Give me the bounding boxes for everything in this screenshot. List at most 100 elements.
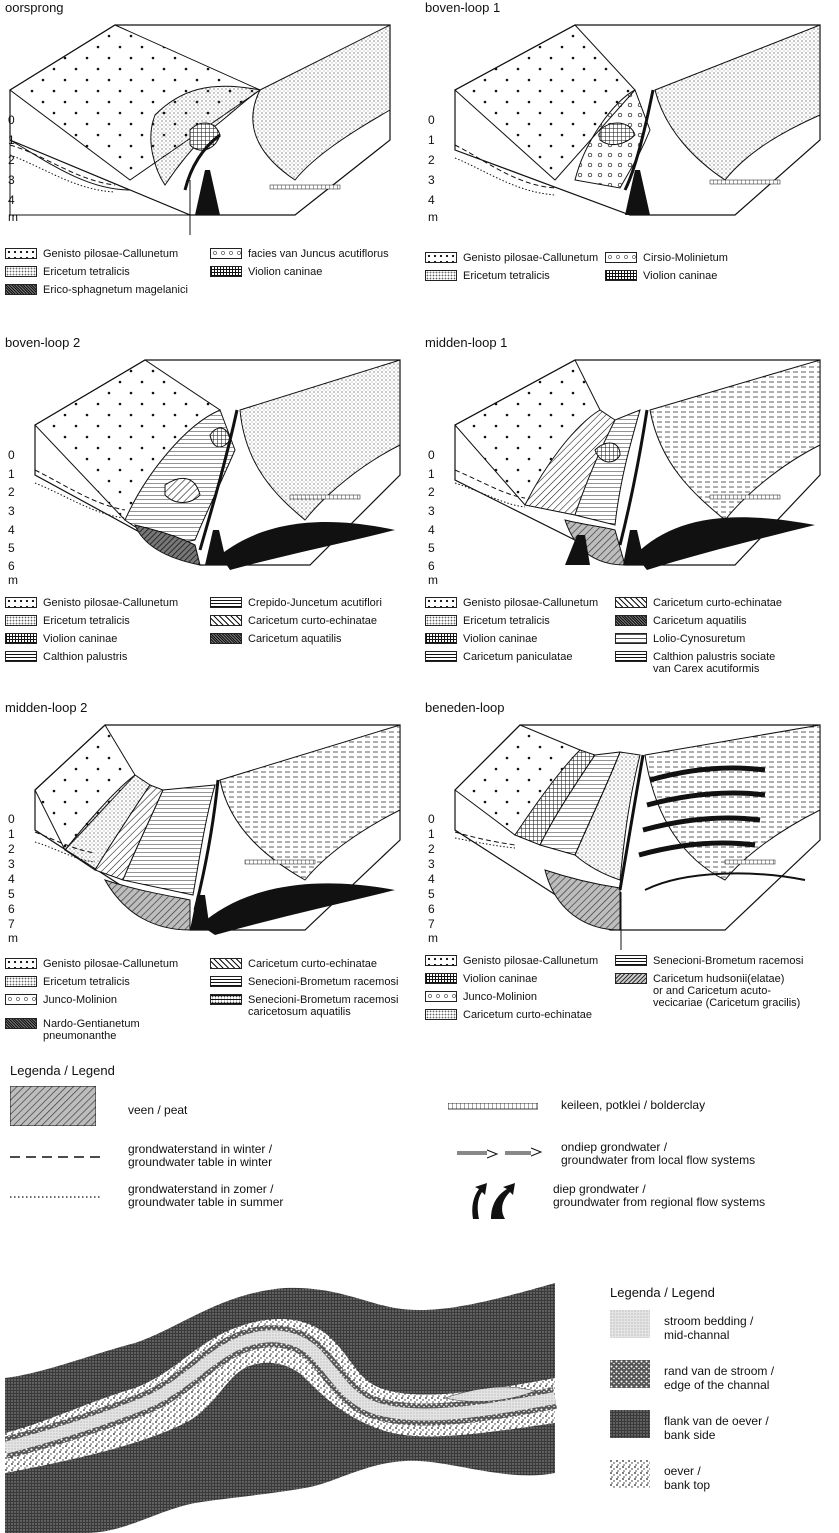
depth-tick: 1 [428,133,435,147]
dash-swatch [615,633,647,644]
legend-channel-edge: rand van de stroom / edge of the channal [610,1360,774,1410]
bolderclay-swatch [448,1103,538,1111]
circles-swatch [5,994,37,1005]
legend-item: Caricetum curto-echinatae [425,1009,615,1027]
mid-channel-swatch [610,1310,650,1338]
legend-item: Genisto pilosae-Callunetum [425,252,605,270]
legend-bolderclay: keileen, potklei / bolderclay [448,1101,538,1114]
depth-tick: 6 [8,559,15,573]
dots-swatch [5,248,37,259]
depth-tick: 0 [428,448,435,462]
fine-dots-swatch [425,1009,457,1020]
depth-tick: 3 [8,857,15,871]
hatch2-swatch [615,973,647,984]
depth-tick: 1 [8,133,15,147]
depth-tick: 2 [428,153,435,167]
panel-legend: Genisto pilosae-Callunetum Caricetum cur… [5,958,415,1042]
legend-item: Ericetum tetralicis [425,615,615,633]
depth-tick: 7 [428,917,435,931]
legend-peat: veen / peat [10,1086,96,1129]
legend-item: Violion caninae [210,266,415,284]
depth-unit: m [428,210,438,224]
depth-tick: 6 [428,902,435,916]
legend-summer-table: grondwaterstand in zomer / groundwater t… [10,1183,100,1206]
legend-item: Ericetum tetralicis [5,266,210,284]
legend-regional-flow: diep grondwater / groundwater from regio… [465,1181,535,1224]
fine-dots-swatch [5,266,37,277]
depth-tick: 5 [8,887,15,901]
depth-tick: 1 [8,467,15,481]
depth-unit: m [8,210,18,224]
legend-item: Caricetum aquatilis [210,633,415,651]
panel-legend: Genisto pilosae-Callunetum facies van Ju… [5,248,415,302]
regional-flow-arrows-icon [465,1181,535,1221]
depth-tick: 2 [8,153,15,167]
legend-item: Junco-Molinion [5,994,210,1012]
legend-item: Senecioni-Brometum racemosi [210,976,415,994]
depth-tick: 6 [428,559,435,573]
legend-bank-side: flank van de oever / bank side [610,1410,774,1460]
depth-tick: 1 [428,467,435,481]
legend-item: Genisto pilosae-Callunetum [5,597,210,615]
depth-tick: 2 [8,485,15,499]
hline-swatch [615,955,647,966]
circles-swatch [425,991,457,1002]
legend-item: Cirsio-Molinietum [605,252,810,270]
fine-dots-swatch [425,270,457,281]
depth-tick: 3 [8,504,15,518]
depth-tick: 2 [428,485,435,499]
diag-swatch [210,958,242,969]
block-diagram [5,355,405,590]
hline-swatch [5,651,37,662]
panel-title: beneden-loop [425,700,505,715]
depth-unit: m [8,931,18,945]
dark-hatch-swatch [5,1018,37,1029]
legend-item: Violion caninae [605,270,810,288]
panel-legend: Genisto pilosae-Callunetum Cirsio-Molini… [425,252,810,288]
block-diagram [5,720,405,950]
depth-tick: 5 [428,541,435,555]
block-diagram [425,20,825,235]
diag-swatch [210,615,242,626]
dots-swatch [425,252,457,263]
depth-tick: 4 [8,523,15,537]
legend-item: Caricetum curto-echinatae [210,615,415,633]
depth-tick: 4 [428,523,435,537]
legend-winter-table: grondwaterstand in winter / groundwater … [10,1143,100,1166]
legend-item: Junco-Molinion [425,991,615,1009]
depth-tick: 5 [8,541,15,555]
legend-item: Genisto pilosae-Callunetum [425,597,615,615]
dots-swatch [5,597,37,608]
grid-swatch [5,633,37,644]
dots-swatch [5,958,37,969]
block-diagram [5,20,405,235]
panel-legend: Genisto pilosae-Callunetum Senecioni-Bro… [425,955,820,1027]
mix-swatch [210,994,242,1005]
depth-tick: 3 [428,857,435,871]
dots-swatch [425,597,457,608]
hline-swatch [615,651,647,662]
legend-item: Genisto pilosae-Callunetum [5,958,210,976]
circles-swatch [605,252,637,263]
diag-swatch [615,597,647,608]
legend-item: Lolio-Cynosuretum [615,633,820,651]
fine-dots-swatch [425,615,457,626]
dots-swatch [425,955,457,966]
legend-item: Violion caninae [5,633,210,651]
legend-item: Calthion palustris sociate van Carex acu… [615,651,820,677]
depth-unit: m [428,931,438,945]
peat-swatch [10,1086,96,1126]
depth-tick: 4 [8,872,15,886]
legend-item: facies van Juncus acutiflorus [210,248,415,266]
depth-tick: 0 [8,113,15,127]
panel-title: midden-loop 2 [5,700,87,715]
fine-dots-swatch [5,615,37,626]
depth-tick: 4 [8,193,15,207]
depth-tick: 7 [8,917,15,931]
dark-hatch-swatch [210,633,242,644]
legend-item: Senecioni-Brometum racemosi [615,955,820,973]
hline-swatch [210,597,242,608]
depth-unit: m [8,573,18,587]
grid-swatch [425,633,457,644]
block-diagram [425,720,825,950]
